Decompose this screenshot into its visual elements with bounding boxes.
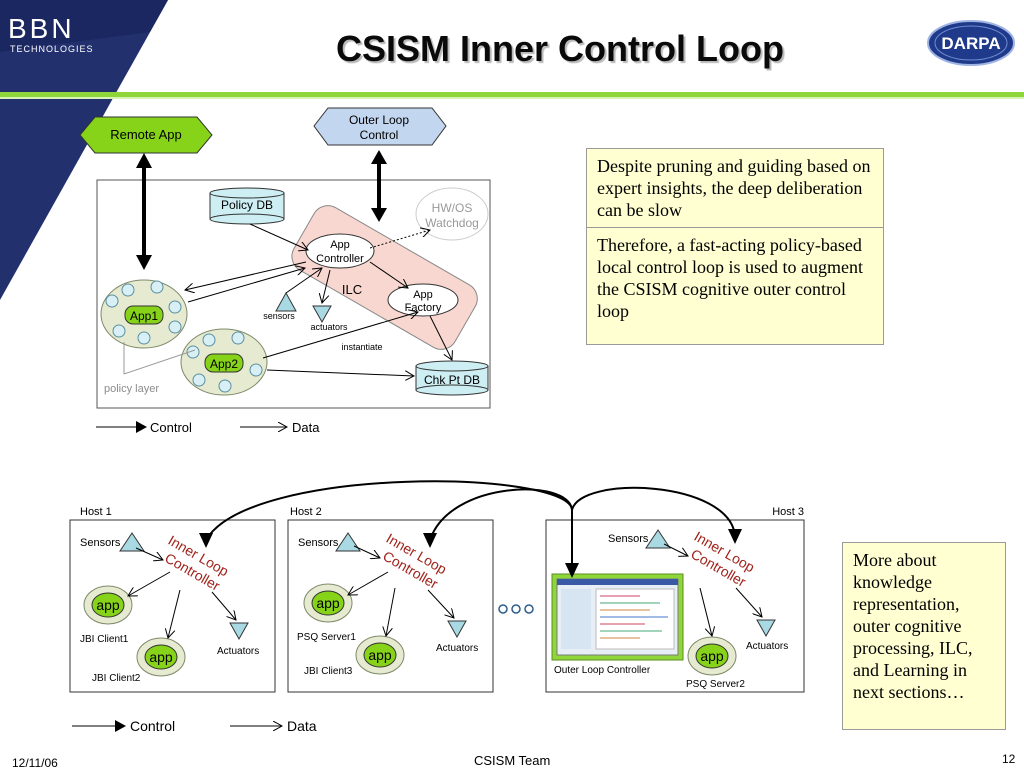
hwos-label-1: HW/OS — [432, 201, 473, 215]
footer-team: CSISM Team — [474, 753, 551, 768]
header-divider — [0, 92, 1024, 97]
note-box-more-about: More about knowledge representation, out… — [842, 542, 1006, 730]
outer-loop-controller-screenshot — [551, 573, 684, 661]
bbn-logo-subtext: TECHNOLOGIES — [10, 44, 94, 54]
app2-group: App2 — [180, 328, 268, 396]
control-loop-arrows — [205, 480, 736, 570]
host2-sensors-label: Sensors — [298, 537, 339, 549]
app2-label: App2 — [210, 357, 238, 371]
app-controller-label-2: Controller — [316, 253, 364, 265]
host2-actuators-label: Actuators — [436, 643, 478, 654]
header-divider-shadow — [0, 97, 1024, 99]
host1-app1: app — [83, 585, 133, 625]
policy-layer-label: policy layer — [104, 383, 159, 395]
actuators-label: actuators — [310, 322, 348, 332]
ellipsis-dot — [524, 604, 534, 614]
app1-label: App1 — [130, 309, 158, 323]
host2-actuator-icon — [447, 620, 467, 639]
bbn-logo-text: BBN — [8, 13, 75, 44]
host2-jbi-client3-label: JBI Client3 — [304, 666, 353, 677]
app-controller-label-1: App — [330, 239, 350, 251]
chk-pt-db-label: Chk Pt DB — [424, 373, 480, 387]
note1-paragraph-1: Despite pruning and guiding based on exp… — [597, 156, 871, 220]
outer-loop-control-label-1: Outer Loop — [349, 113, 409, 127]
host3-psq-server2-label: PSQ Server2 — [686, 679, 745, 690]
host2-app1: app — [303, 583, 353, 623]
app-factory-label-1: App — [413, 289, 433, 301]
host3-actuators-label: Actuators — [746, 641, 788, 652]
darpa-logo-text: DARPA — [941, 34, 1000, 53]
chk-pt-db: Chk Pt DB — [415, 360, 489, 396]
diagram1-arrows — [185, 223, 452, 376]
app-controller: App Controller — [305, 233, 375, 269]
host1-jbi-client1-label: JBI Client1 — [80, 634, 129, 645]
hwos-watchdog: HW/OS Watchdog — [415, 187, 489, 241]
outer-loop-control-label-2: Control — [360, 128, 399, 142]
legend2-control-label: Control — [130, 718, 175, 734]
host3-sensors-label: Sensors — [608, 533, 649, 545]
hwos-label-2: Watchdog — [425, 216, 479, 230]
host2-app1-label: app — [316, 595, 340, 611]
note2-paragraph: More about knowledge representation, out… — [853, 550, 973, 702]
host3-app: app — [687, 636, 737, 676]
host2-psq-server1-label: PSQ Server1 — [297, 632, 356, 643]
note-box-deliberation: Despite pruning and guiding based on exp… — [586, 148, 884, 345]
host1-sensors-label: Sensors — [80, 537, 121, 549]
legend2-data-label: Data — [287, 718, 317, 734]
footer-page-number: 12 — [1002, 752, 1016, 766]
host2-app2: app — [355, 635, 405, 675]
app-factory: App Factory — [387, 283, 459, 317]
host2-app2-label: app — [368, 647, 392, 663]
sensors-label: sensors — [263, 311, 295, 321]
instantiate-label: instantiate — [341, 342, 382, 352]
legend1-control-label: Control — [150, 420, 192, 435]
actuator-triangle-icon — [312, 305, 332, 324]
page-title: CSISM Inner Control Loop — [336, 28, 784, 69]
host1-app1-label: app — [96, 597, 120, 613]
host1-label: Host 1 — [80, 506, 112, 518]
host1-sensor-icon — [119, 532, 145, 552]
note1-divider — [587, 227, 883, 228]
policy-db: Policy DB — [209, 187, 285, 225]
sensor-triangle-icon — [275, 291, 297, 312]
ilc-label: ILC — [342, 282, 362, 297]
host1-app2-label: app — [149, 649, 173, 665]
policy-db-label: Policy DB — [221, 198, 273, 212]
host1-app2: app — [136, 637, 186, 677]
host3-sensor-icon — [645, 529, 671, 549]
legend1-data-label: Data — [292, 420, 320, 435]
bbn-logo-corner: BBN TECHNOLOGIES — [0, 0, 168, 300]
remote-app-shape: Remote App — [79, 116, 213, 154]
diagram2-arrows — [128, 543, 762, 638]
footer-date: 12/11/06 — [12, 756, 58, 770]
host1-actuator-icon — [229, 622, 249, 641]
host3-app-label: app — [700, 648, 724, 664]
host2-label: Host 2 — [290, 506, 322, 518]
remote-app-label: Remote App — [110, 127, 182, 142]
host3-label: Host 3 — [772, 506, 804, 518]
host1-jbi-client2-label: JBI Client2 — [92, 673, 141, 684]
ellipsis-dot — [498, 604, 508, 614]
darpa-logo: DARPA — [927, 20, 1015, 66]
ellipsis-dot — [511, 604, 521, 614]
app-factory-label-2: Factory — [405, 302, 442, 314]
host3-actuator-icon — [756, 619, 776, 638]
host1-actuators-label: Actuators — [217, 646, 259, 657]
app1-group: App1 — [100, 279, 188, 349]
outer-loop-controller-label: Outer Loop Controller — [554, 665, 651, 676]
outer-loop-control-shape: Outer Loop Control — [313, 107, 447, 146]
note1-paragraph-2: Therefore, a fast-acting policy-based lo… — [597, 235, 863, 321]
